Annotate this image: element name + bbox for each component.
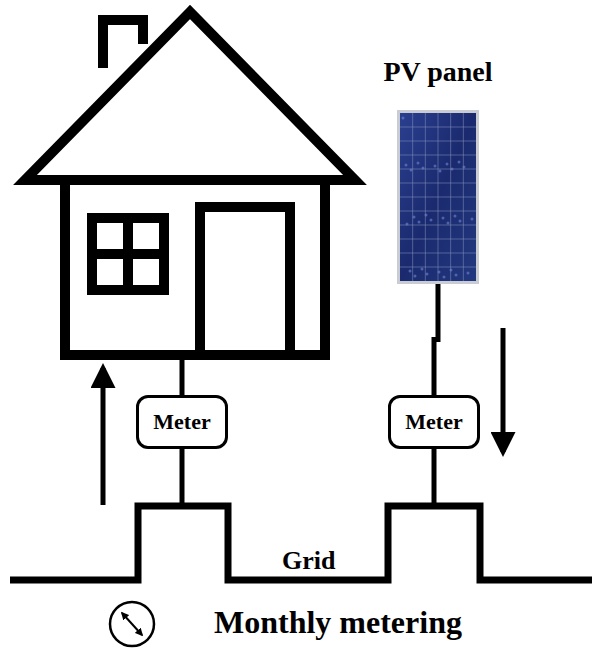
house-wire	[180, 358, 185, 396]
house-wall	[65, 180, 325, 355]
window-bar	[92, 249, 164, 259]
meter-box: Meter	[136, 395, 228, 449]
meter-label: Meter	[405, 409, 462, 435]
caption-label: Monthly metering	[214, 604, 462, 641]
meter-label: Meter	[153, 409, 210, 435]
meter-wire	[180, 448, 185, 506]
house	[25, 12, 355, 355]
roof	[25, 12, 355, 180]
wire	[434, 284, 438, 395]
meter-box: Meter	[388, 395, 480, 449]
window	[92, 218, 164, 290]
solar-panel	[397, 110, 479, 284]
export-arrow	[501, 328, 506, 452]
clock-symbol	[110, 602, 154, 646]
meter-wire	[432, 448, 437, 506]
grid-label: Grid	[282, 546, 335, 576]
panel-label: PV panel	[383, 56, 492, 88]
grid-line	[10, 506, 592, 580]
pv-panel: PV panel	[383, 56, 492, 284]
door	[200, 207, 290, 355]
import-arrow	[101, 368, 106, 505]
